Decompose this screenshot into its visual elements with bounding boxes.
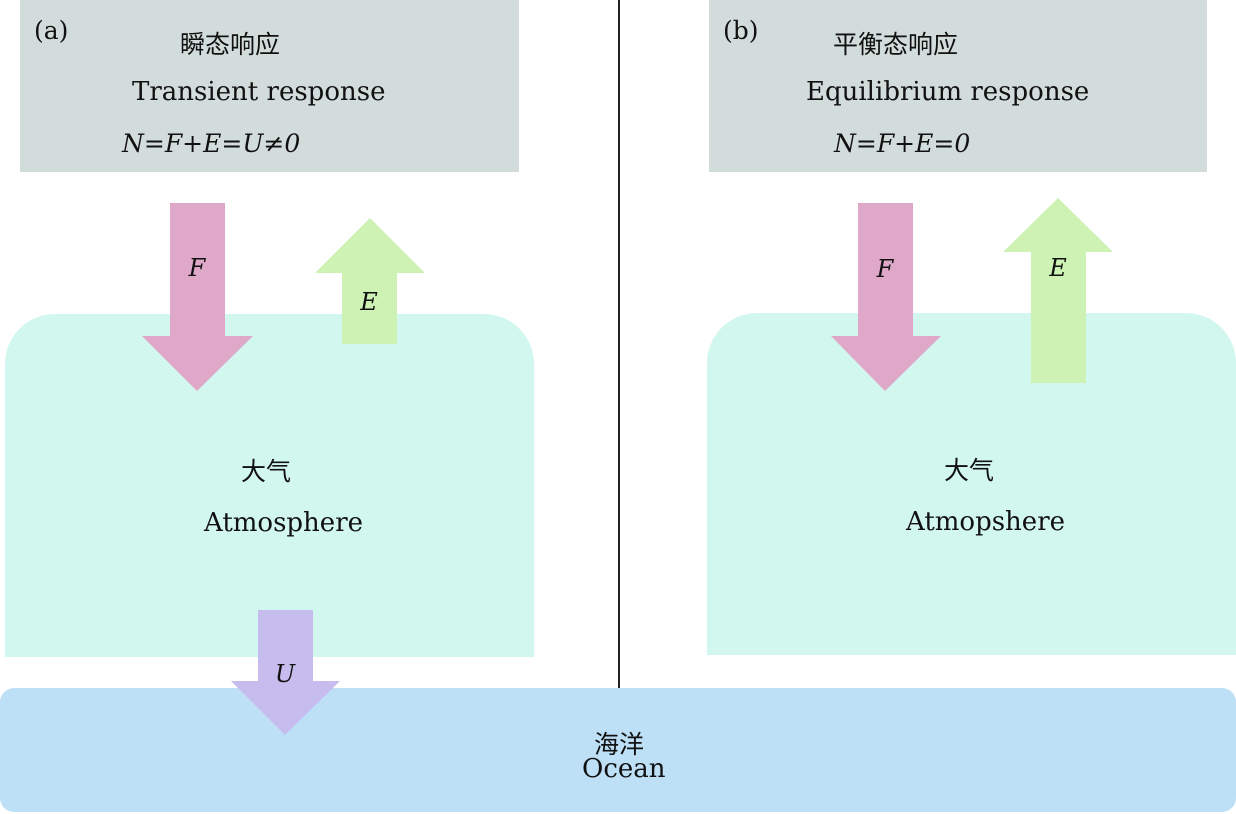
panel-b-title-en: Equilibrium response: [806, 77, 1090, 107]
panel-a-title-cn: 瞬态响应: [180, 30, 281, 59]
panel-a-atmosphere-en: Atmosphere: [204, 508, 364, 538]
panel-a-arrow-u: [231, 610, 340, 735]
panel-b-label: (b): [723, 16, 759, 45]
panel-b-arrow-f-label: F: [876, 255, 894, 283]
ocean: [0, 688, 1236, 812]
panel-b-arrow-e-label: E: [1049, 254, 1067, 282]
panel-a-arrow-u-label: U: [274, 660, 296, 688]
panel-b-header: [709, 0, 1207, 172]
panel-a-arrow-f: [142, 203, 253, 391]
panel-b-arrow-e: [1003, 198, 1113, 383]
panel-b-title-cn: 平衡态响应: [833, 30, 959, 59]
panel-a-arrow-f-label: F: [188, 254, 206, 282]
panel-b-atmosphere: [707, 313, 1236, 655]
panel-a-atmosphere-cn: 大气: [241, 457, 292, 486]
panel-b-arrow-f: [831, 203, 941, 391]
panel-b-atmosphere-en: Atmopshere: [906, 507, 1066, 537]
panel-a-atmosphere: [5, 314, 534, 657]
panel-divider: [618, 0, 620, 688]
ocean-label-cn: 海洋: [594, 730, 645, 759]
panel-a-arrow-e-label: E: [360, 288, 378, 316]
panel-b-atmosphere-cn: 大气: [944, 456, 995, 485]
panel-a-equation: N=F+E=U≠0: [122, 129, 301, 158]
panel-a-header: [20, 0, 519, 172]
panel-a-title-en: Transient response: [132, 77, 386, 107]
panel-a-arrow-e: [315, 218, 425, 344]
panel-a-label: (a): [34, 16, 69, 45]
ocean-label-en: Ocean: [582, 754, 666, 784]
panel-b-equation: N=F+E=0: [834, 129, 971, 158]
